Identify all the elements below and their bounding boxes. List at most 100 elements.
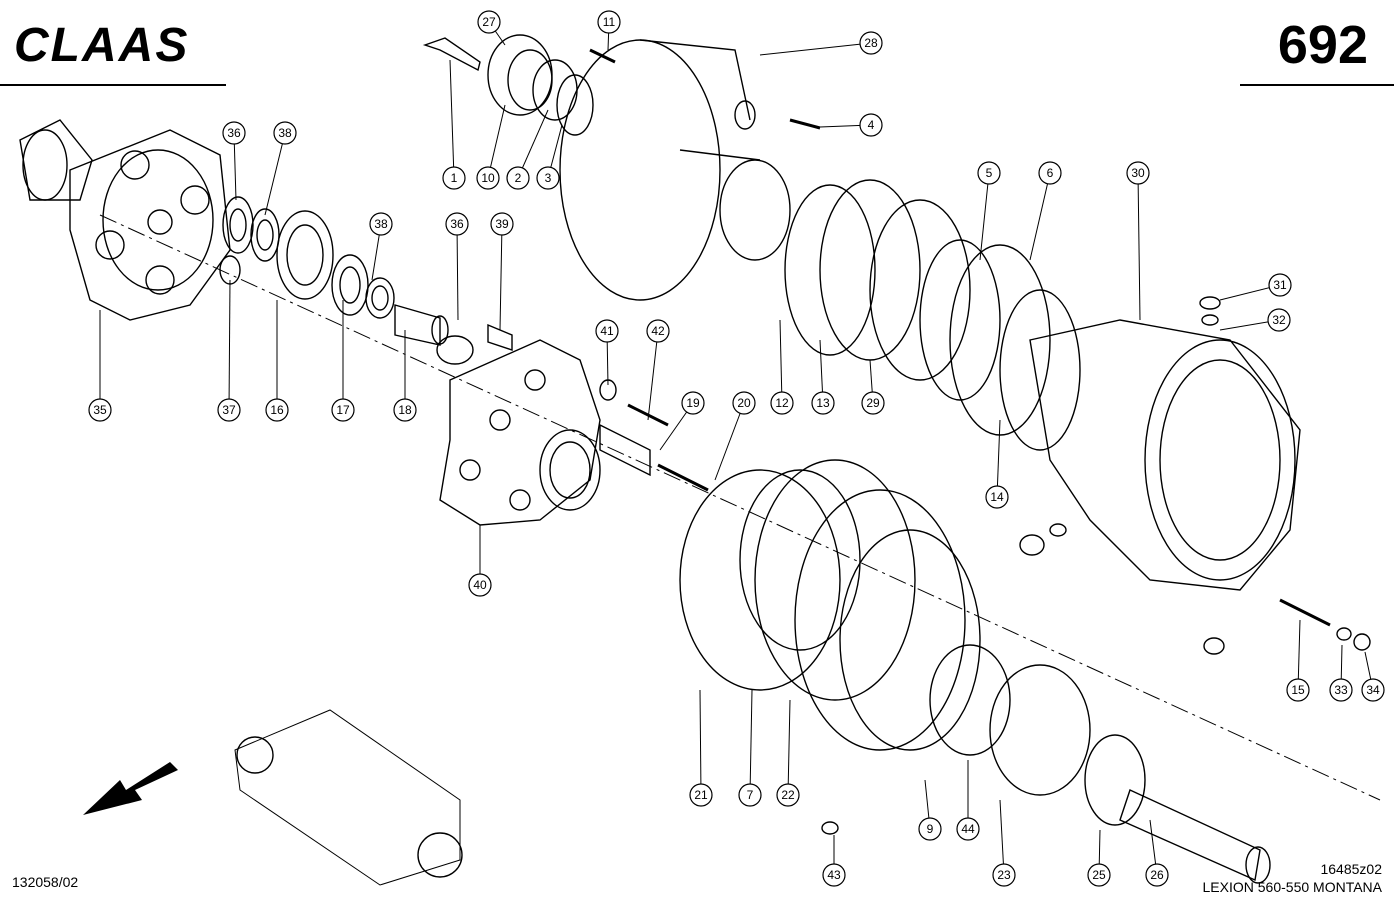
seal-ring-set	[784, 179, 1081, 451]
callout-label: 9	[927, 822, 934, 836]
callout-label: 12	[775, 396, 789, 410]
callout-balloon	[1087, 863, 1111, 887]
callout-balloon	[956, 817, 980, 841]
planet-carrier-part	[19, 119, 231, 321]
callout-label: 26	[1150, 868, 1164, 882]
leader-line	[749, 689, 753, 796]
callout-balloon	[985, 485, 1009, 509]
leader-line	[699, 689, 702, 796]
callout-12: 12	[770, 319, 794, 415]
callout-label: 33	[1334, 683, 1348, 697]
leader-line	[499, 223, 503, 331]
callout-balloon	[689, 783, 713, 807]
callout-20: 20	[714, 391, 756, 481]
callout-balloon	[1286, 678, 1310, 702]
callout-41: 41	[595, 319, 619, 386]
callout-balloon	[822, 863, 846, 887]
callout-balloon	[393, 398, 417, 422]
callout-35: 35	[88, 310, 112, 422]
callout-21: 21	[689, 689, 713, 807]
callout-33: 33	[1329, 644, 1353, 702]
axle-housing-part	[1019, 296, 1371, 655]
gear-stack-part	[219, 196, 449, 346]
callout-label: 31	[1273, 278, 1287, 292]
callout-balloon	[88, 398, 112, 422]
callout-balloon	[595, 319, 619, 343]
leader-line	[1029, 172, 1051, 261]
callout-42: 42	[646, 319, 670, 421]
callout-balloon	[1145, 863, 1169, 887]
leader-line	[517, 109, 549, 179]
callout-4: 4	[819, 113, 883, 137]
location-thumbnail	[234, 709, 463, 886]
callout-14: 14	[985, 419, 1009, 509]
leader-line	[999, 799, 1005, 876]
callout-balloon	[1267, 308, 1291, 332]
callout-15: 15	[1286, 619, 1310, 702]
callout-balloon	[977, 161, 1001, 185]
leader-line	[1137, 172, 1141, 321]
callout-balloon	[1329, 678, 1353, 702]
callout-label: 16	[270, 403, 284, 417]
callout-17: 17	[331, 300, 355, 422]
callout-label: 43	[827, 868, 841, 882]
callout-label: 7	[747, 788, 754, 802]
brand-logo: CLAAS	[14, 19, 190, 72]
callout-label: 28	[864, 36, 878, 50]
callout-label: 44	[961, 822, 975, 836]
callout-19: 19	[659, 391, 705, 451]
callout-10: 10	[476, 104, 506, 190]
callout-balloon	[918, 817, 942, 841]
callout-39: 39	[490, 212, 514, 331]
callout-balloon	[776, 783, 800, 807]
callout-28: 28	[759, 31, 883, 56]
callout-balloon	[1268, 273, 1292, 297]
callout-label: 3	[545, 171, 552, 185]
callout-balloon	[490, 212, 514, 236]
callout-balloon	[1361, 678, 1385, 702]
callout-label: 21	[694, 788, 708, 802]
leader-line	[228, 279, 231, 411]
callout-balloon	[445, 212, 469, 236]
leader-line	[714, 402, 745, 481]
callout-2: 2	[506, 109, 549, 190]
callout-43: 43	[822, 835, 846, 887]
callout-label: 30	[1131, 166, 1145, 180]
callout-label: 11	[603, 15, 616, 29]
model-name: LEXION 560-550 MONTANA	[1202, 879, 1382, 895]
callout-30: 30	[1126, 161, 1150, 321]
callout-label: 41	[600, 324, 614, 338]
page-number: 692	[1277, 15, 1368, 75]
callout-balloon	[1038, 161, 1062, 185]
callout-36: 36	[445, 212, 469, 321]
callout-label: 36	[227, 126, 241, 140]
callout-label: 29	[866, 396, 880, 410]
callout-1: 1	[442, 59, 466, 190]
callout-label: 1	[451, 171, 458, 185]
callout-label: 37	[222, 403, 236, 417]
callout-label: 20	[737, 396, 751, 410]
leader-line	[779, 319, 783, 404]
callout-balloon	[859, 113, 883, 137]
callout-40: 40	[468, 525, 492, 597]
callout-balloon	[861, 391, 885, 415]
callout-balloon	[442, 166, 466, 190]
callout-3: 3	[536, 124, 563, 190]
callout-label: 19	[686, 396, 700, 410]
reference-code: 16485z02	[1320, 861, 1382, 877]
leader-line	[787, 699, 791, 796]
callout-balloon	[477, 10, 501, 34]
callout-7: 7	[738, 689, 762, 807]
callout-balloon	[369, 212, 393, 236]
callout-25: 25	[1087, 829, 1111, 887]
callout-38: 38	[369, 212, 393, 281]
callout-27: 27	[477, 10, 506, 46]
callout-label: 38	[278, 126, 292, 140]
callout-label: 38	[374, 217, 388, 231]
callout-balloon	[732, 391, 756, 415]
callout-label: 13	[816, 396, 830, 410]
callout-22: 22	[776, 699, 800, 807]
callout-balloon	[217, 398, 241, 422]
footer-right: 16485z02 LEXION 560-550 MONTANA	[1203, 860, 1382, 896]
